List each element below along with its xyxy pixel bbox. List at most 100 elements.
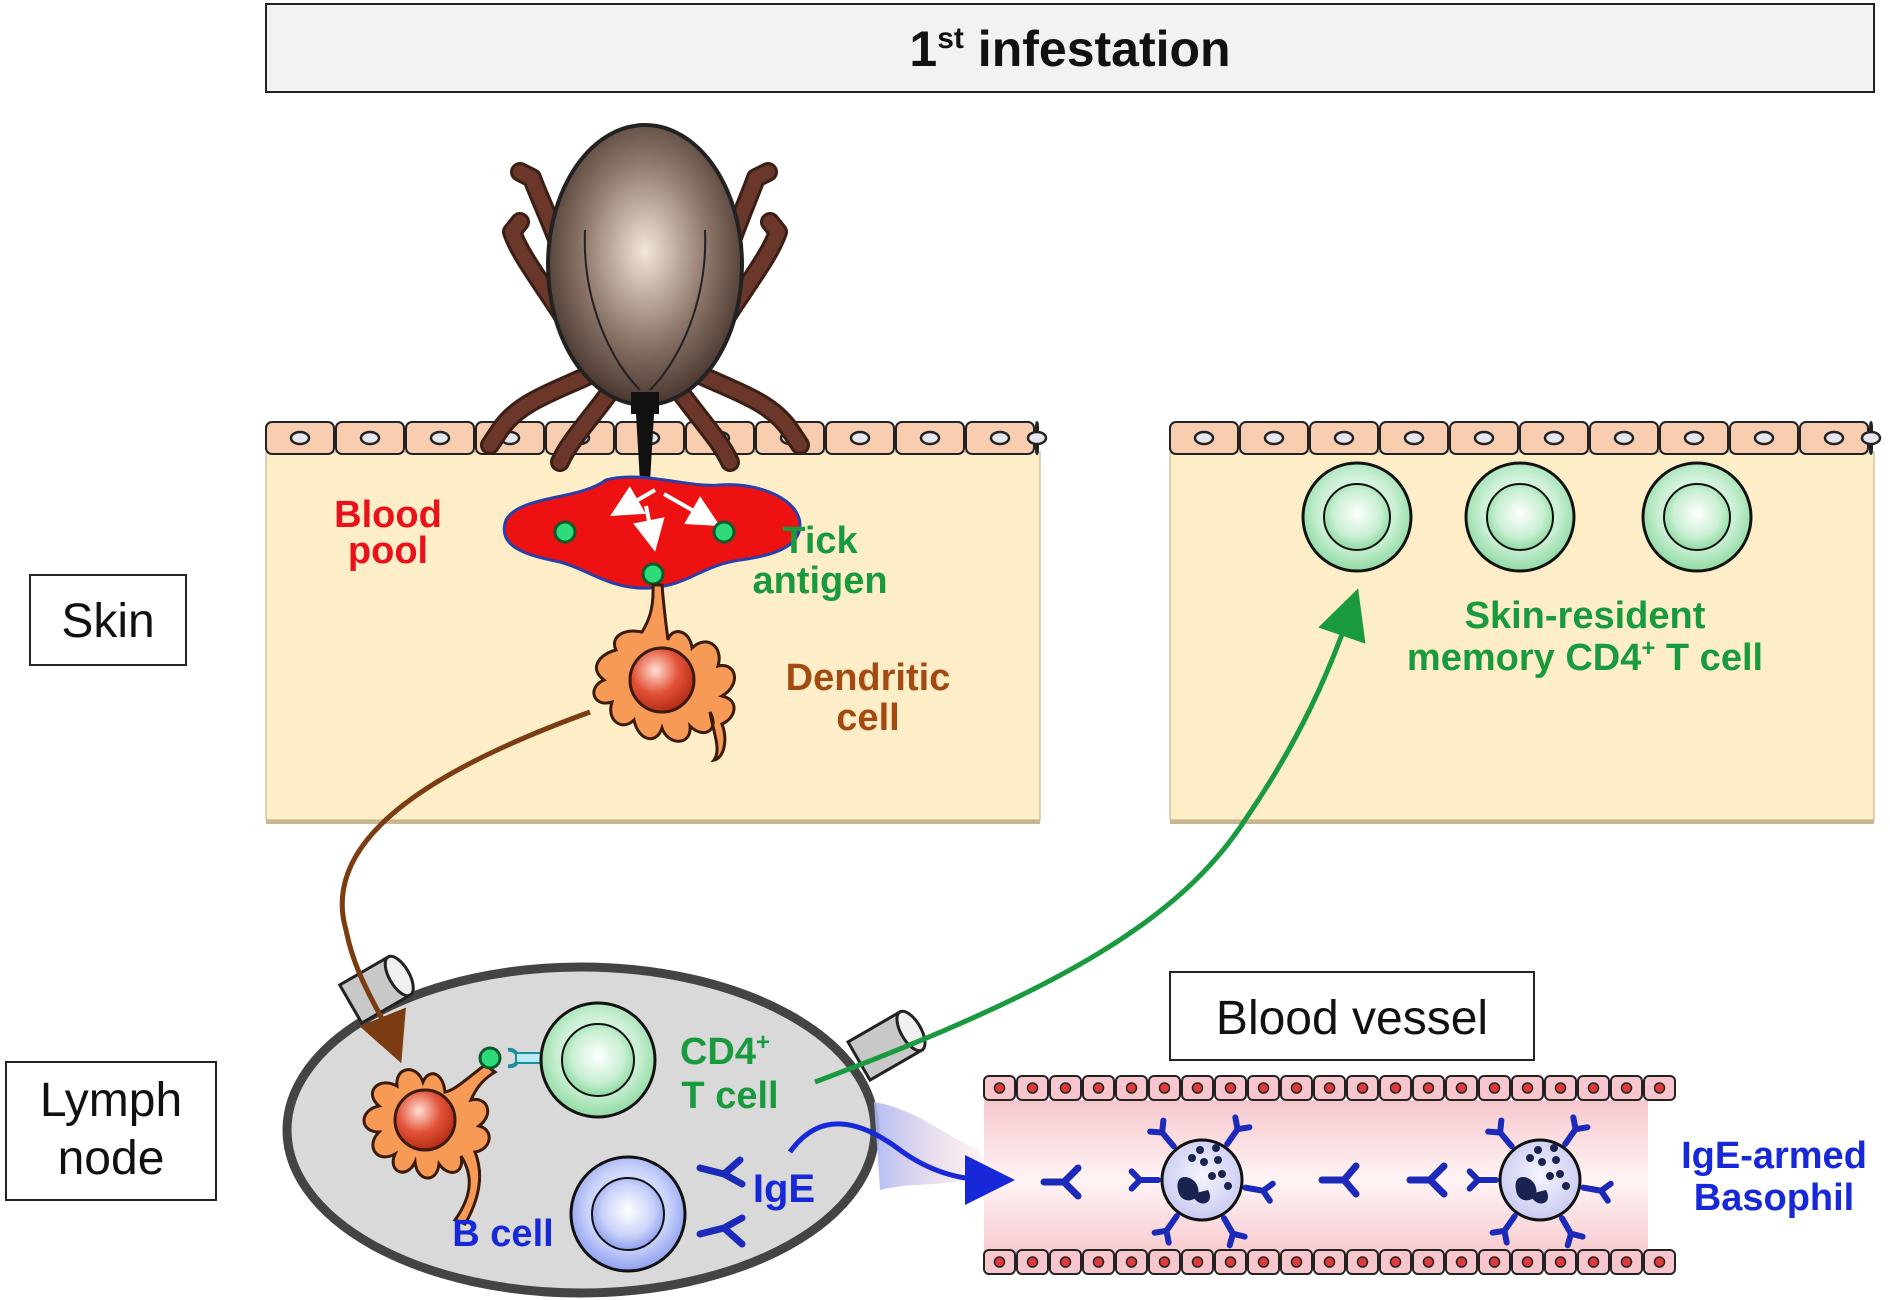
ige-label: IgE — [753, 1167, 815, 1211]
svg-text:Dendritic: Dendritic — [786, 657, 951, 699]
endothelial-cell — [1577, 1075, 1610, 1101]
header-banner: 1st infestation — [265, 3, 1875, 93]
endothelial-cell — [1610, 1249, 1643, 1275]
endothelial-cell — [1148, 1075, 1181, 1101]
endothelial-cell — [1511, 1249, 1544, 1275]
epidermis-cell — [965, 421, 1035, 455]
epidermis-cells-right — [1169, 421, 1882, 455]
endothelial-cell — [1478, 1249, 1511, 1275]
b-cell — [569, 1155, 687, 1273]
svg-text:T cell: T cell — [681, 1075, 778, 1117]
svg-text:antigen: antigen — [752, 560, 887, 602]
svg-text:CD4+: CD4+ — [680, 1029, 770, 1073]
endothelial-cell — [1115, 1075, 1148, 1101]
antigen-dot — [712, 520, 736, 544]
tick — [546, 123, 744, 482]
dendritic-migration-arrow — [339, 709, 591, 1064]
header-title-main: 1 — [909, 21, 937, 77]
skin-label-box: Skin — [29, 574, 187, 666]
basophil — [1466, 1114, 1614, 1249]
antigen-dot — [641, 562, 665, 586]
epidermis-cell — [1519, 421, 1589, 455]
endothelial-cell — [1280, 1249, 1313, 1275]
endothelial-cell — [1379, 1249, 1412, 1275]
endothelial-cells-bottom — [983, 1249, 1676, 1275]
endothelial-cell — [1445, 1249, 1478, 1275]
endothelial-cell — [1412, 1249, 1445, 1275]
epidermis-cell — [1729, 421, 1799, 455]
epidermis-cell — [1589, 421, 1659, 455]
lymph-node-label-box: Lymph node — [5, 1061, 217, 1201]
endothelial-cell — [1148, 1249, 1181, 1275]
antigen-presentation — [478, 1046, 547, 1070]
endothelial-cell — [1049, 1075, 1082, 1101]
endothelial-cell — [1313, 1249, 1346, 1275]
skin-panel-right — [1169, 421, 1882, 824]
b-cell-label: B cell — [452, 1213, 553, 1255]
endothelial-cell — [1214, 1075, 1247, 1101]
svg-text:node: node — [58, 1132, 165, 1185]
endothelial-cell — [1643, 1249, 1676, 1275]
endothelial-cell — [1115, 1249, 1148, 1275]
endothelial-cell — [1181, 1249, 1214, 1275]
ige-antibodies-vessel — [1040, 1162, 1448, 1200]
epidermis-cell — [265, 421, 335, 455]
epidermis-cell — [405, 421, 475, 455]
svg-text:Basophil: Basophil — [1694, 1177, 1854, 1219]
svg-text:memory CD4+ T cell: memory CD4+ T cell — [1407, 635, 1763, 679]
epidermis-cells-left — [265, 421, 1048, 455]
memory-t-cell — [1464, 461, 1576, 573]
epidermis-cell — [1169, 421, 1239, 455]
ige-antibodies-node — [696, 1156, 746, 1248]
memory-t-cell — [1301, 461, 1413, 573]
endothelial-cell — [1610, 1075, 1643, 1101]
dendritic-cell-lymph — [362, 1063, 498, 1226]
endothelial-cell — [1247, 1075, 1280, 1101]
dendritic-cell-label: Dendritic cell — [786, 657, 951, 739]
endothelial-cell — [1544, 1249, 1577, 1275]
epidermis-cell — [1860, 421, 1882, 455]
endothelial-cell — [1181, 1075, 1214, 1101]
svg-text:Blood vessel: Blood vessel — [1216, 992, 1488, 1045]
endothelial-cell — [1247, 1249, 1280, 1275]
memory-t-cells — [1301, 461, 1753, 573]
blood-vessel-label-box: Blood vessel — [1169, 971, 1535, 1061]
endothelial-cell — [1049, 1249, 1082, 1275]
header-title-rest: infestation — [964, 21, 1231, 77]
endothelial-cell — [1313, 1075, 1346, 1101]
antigen-dot — [553, 520, 577, 544]
svg-text:pool: pool — [348, 530, 428, 572]
memory-t-cell — [1641, 461, 1753, 573]
endothelial-cell — [1445, 1075, 1478, 1101]
endothelial-cell — [1412, 1075, 1445, 1101]
epidermis-cell — [1379, 421, 1449, 455]
epidermis-cell — [1799, 421, 1869, 455]
endothelial-cell — [1214, 1249, 1247, 1275]
endothelial-cell — [1082, 1075, 1115, 1101]
epidermis-cell — [335, 421, 405, 455]
endothelial-cell — [1478, 1075, 1511, 1101]
endothelial-cell — [1511, 1075, 1544, 1101]
basophil — [1128, 1114, 1276, 1249]
blood-pool-label: Blood pool — [334, 494, 442, 572]
epidermis-cell — [1309, 421, 1379, 455]
endothelial-cell — [1016, 1249, 1049, 1275]
endothelial-cell — [1346, 1249, 1379, 1275]
epidermis-cell — [825, 421, 895, 455]
blood-pool — [502, 475, 802, 590]
endothelial-cell — [1643, 1075, 1676, 1101]
cd4-t-cell-label: CD4+ T cell — [680, 1029, 779, 1117]
endothelial-cell — [983, 1075, 1016, 1101]
endothelial-cell — [1577, 1249, 1610, 1275]
svg-text:Skin-resident: Skin-resident — [1465, 595, 1706, 637]
svg-text:cell: cell — [836, 697, 899, 739]
svg-text:IgE-armed: IgE-armed — [1681, 1135, 1867, 1177]
endothelial-cell — [1379, 1075, 1412, 1101]
svg-text:Skin: Skin — [61, 595, 154, 648]
epidermis-cell — [1026, 421, 1048, 455]
header-title-sup: st — [937, 22, 964, 55]
memory-t-cell-label: Skin-resident memory CD4+ T cell — [1407, 595, 1763, 679]
epidermis-cell — [1449, 421, 1519, 455]
endothelial-cell — [1082, 1249, 1115, 1275]
